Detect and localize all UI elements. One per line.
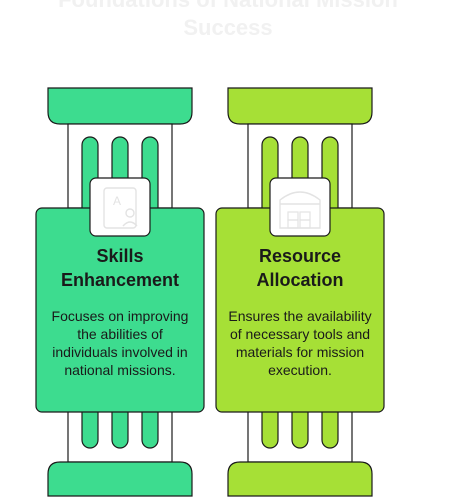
page-title-line-1: Foundations of National Mission: [0, 0, 456, 14]
pillar-capital-top: [227, 87, 373, 125]
resource-allocation-title: Resource Allocation: [216, 244, 384, 292]
pillar-base: [47, 461, 193, 497]
skills-enhancement-description: Focuses on improving the abilities of in…: [51, 308, 189, 378]
person-id-card-icon: A: [89, 177, 151, 237]
svg-text:A: A: [113, 194, 121, 208]
resource-allocation-description: Ensures the availability of necessary to…: [228, 308, 372, 378]
skills-enhancement-title: Skills Enhancement: [36, 244, 204, 292]
pillar-base: [227, 461, 373, 497]
page-title: Foundations of National Mission Success: [0, 0, 456, 42]
pillar-resource-allocation: [215, 87, 385, 497]
title-line: Resource: [258, 246, 342, 266]
title-line: Allocation: [256, 270, 344, 290]
page-title-line-2: Success: [183, 15, 273, 40]
title-line: Skills: [96, 246, 144, 266]
title-line: Enhancement: [60, 270, 180, 290]
warehouse-boxes-icon: [269, 177, 331, 237]
pillar-skills-enhancement: A: [35, 87, 205, 497]
pillar-capital-top: [47, 87, 193, 125]
